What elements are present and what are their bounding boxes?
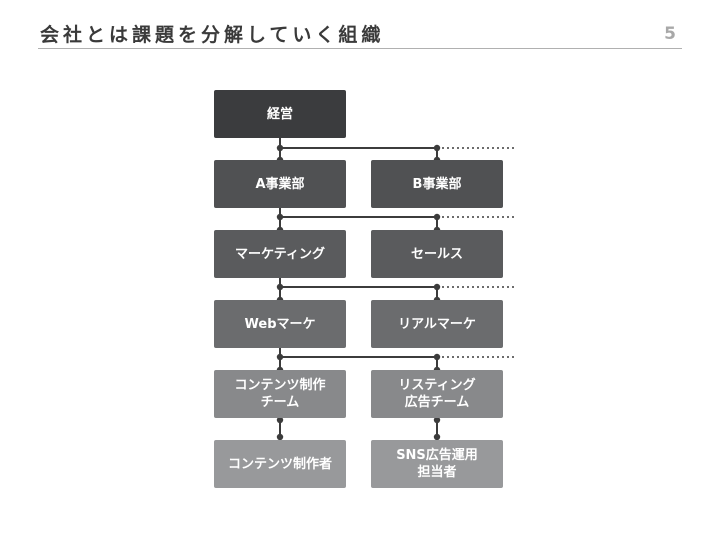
title-divider bbox=[38, 48, 682, 49]
org-box-sales: セールス bbox=[371, 230, 503, 278]
org-box-sns-ads-operator: SNS広告運用 担当者 bbox=[371, 440, 503, 488]
org-box-division-a: A事業部 bbox=[214, 160, 346, 208]
org-box-web-marketing: Webマーケ bbox=[214, 300, 346, 348]
org-box-content-creator: コンテンツ制作者 bbox=[214, 440, 346, 488]
org-box-management: 経営 bbox=[214, 90, 346, 138]
org-box-real-marketing: リアルマーケ bbox=[371, 300, 503, 348]
org-box-division-b: B事業部 bbox=[371, 160, 503, 208]
page-number: 5 bbox=[664, 24, 676, 44]
org-box-content-team: コンテンツ制作 チーム bbox=[214, 370, 346, 418]
org-box-marketing: マーケティング bbox=[214, 230, 346, 278]
org-box-listing-ads-team: リスティング 広告チーム bbox=[371, 370, 503, 418]
slide-title: 会社とは課題を分解していく組織 bbox=[40, 24, 385, 46]
